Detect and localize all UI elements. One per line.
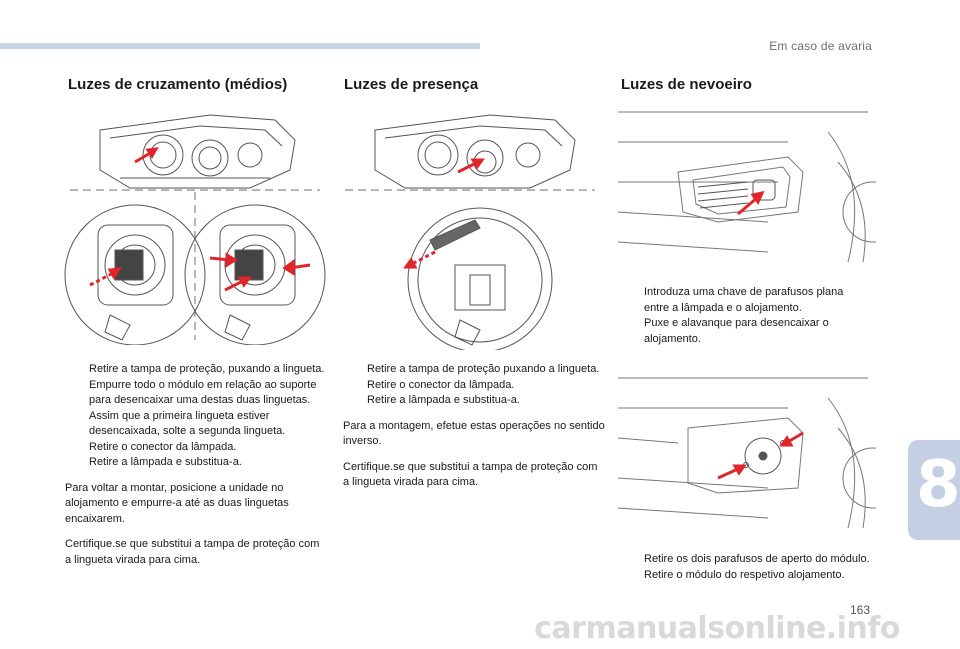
header-bar <box>0 43 480 49</box>
list-item: Retire o conector da lâmpada. <box>89 440 237 453</box>
bulb-holder-right <box>184 204 326 345</box>
arrow-icon <box>134 147 159 164</box>
arrow-icon <box>717 431 804 480</box>
list-item: Retire o conector da lâmpada. <box>367 378 515 391</box>
low-beam-illustration <box>64 114 326 345</box>
fog-lamp-module <box>743 437 786 475</box>
fog-grille <box>697 179 776 209</box>
bulb-holder-left <box>64 204 206 345</box>
fog-light-instructions-1: Introduza uma chave de parafusos plana e… <box>620 285 870 347</box>
position-light-illustration <box>345 114 595 350</box>
bumper-diagram <box>618 377 876 529</box>
position-light-title: Luzes de presença <box>344 76 479 93</box>
list-item: Assim que a primeira lingueta estiver de… <box>89 409 286 438</box>
chapter-tab: 8 <box>908 440 960 540</box>
chapter-number: 8 <box>916 448 960 522</box>
fog-light-title: Luzes de nevoeiro <box>621 76 752 93</box>
headlamp-diagram <box>99 114 296 189</box>
headlamp-diagram <box>374 114 576 189</box>
list-item: Empurre todo o módulo em relação ao supo… <box>89 378 317 407</box>
fog-light-instructions-2: Retire os dois parafusos de aperto do mó… <box>620 552 870 583</box>
section-title: Em caso de avaria <box>769 39 872 53</box>
list-item: Retire os dois parafusos de aperto do mó… <box>644 553 870 565</box>
list-item: Retire o módulo do respetivo alojamento. <box>644 568 845 581</box>
list-item: Retire a tampa de proteção, puxando a li… <box>89 363 325 375</box>
list-item: Retire a lâmpada e substitua-a. <box>367 394 520 406</box>
fog-light-screws-illustration <box>618 377 876 529</box>
watermark: carmanualsonline.info <box>534 611 900 646</box>
arrow-icon <box>403 250 436 269</box>
list-item: Introduza uma chave de parafusos plana e… <box>644 286 844 314</box>
list-item: Retire a tampa de proteção puxando a lin… <box>367 363 600 375</box>
low-beam-title: Luzes de cruzamento (médios) <box>68 76 288 93</box>
paragraph: Certifique.se que substitui a tampa de p… <box>65 538 320 566</box>
arrow-icon <box>457 158 485 174</box>
arrow-icon <box>209 252 311 292</box>
fog-light-removal-illustration <box>618 111 876 263</box>
position-light-instructions: Retire a tampa de proteção puxando a lin… <box>343 362 605 491</box>
paragraph: Para voltar a montar, posicione a unidad… <box>65 481 289 525</box>
bulb-holder <box>407 207 553 350</box>
list-item: Retire a lâmpada e substitua-a. <box>89 456 242 468</box>
arrow-icon <box>737 190 765 216</box>
bumper-diagram <box>618 111 876 263</box>
arrow-icon <box>89 267 122 287</box>
page-number: 163 <box>849 603 870 617</box>
list-item: Puxe e alavanque para desencaixar o aloj… <box>644 317 829 345</box>
low-beam-instructions: Retire a tampa de proteção, puxando a li… <box>65 362 327 568</box>
paragraph: Certifique.se que substitui a tampa de p… <box>343 460 598 489</box>
paragraph: Para a montagem, efetue estas operações … <box>343 419 605 448</box>
